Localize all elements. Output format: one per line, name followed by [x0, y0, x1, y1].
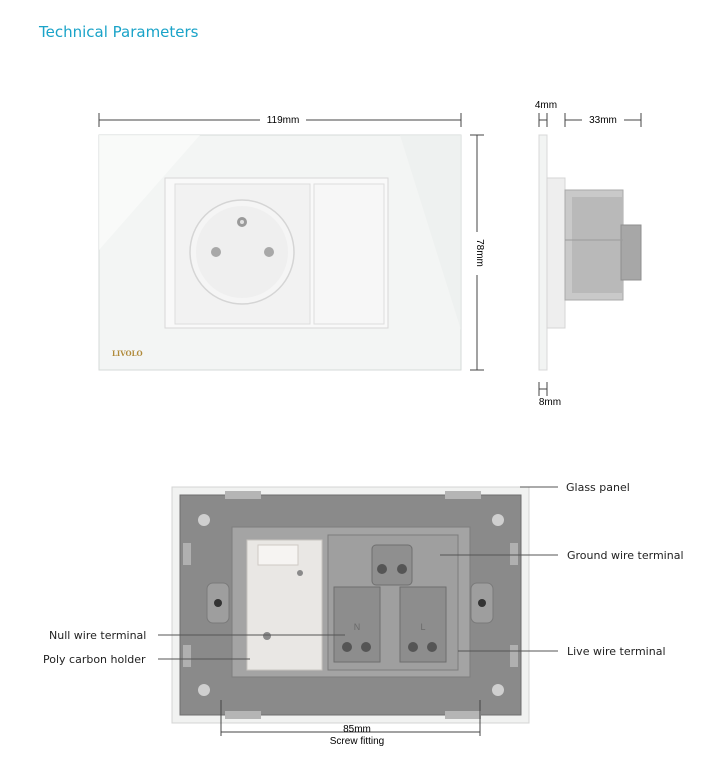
blank-module — [313, 183, 385, 325]
live-terminal — [399, 586, 447, 663]
glass-panel-label: Glass panel — [566, 481, 630, 494]
ground-terminal — [371, 544, 413, 586]
page-title: Technical Parameters — [39, 23, 199, 41]
height-label: 78mm — [474, 239, 485, 267]
side-terminal — [620, 224, 642, 281]
front-view: LIVOLO 119mm 78mm — [98, 113, 485, 371]
null-terminal — [333, 586, 381, 663]
ground-terminal-label: Ground wire terminal — [567, 549, 684, 562]
poly-holder-label: Poly carbon holder — [43, 653, 146, 666]
side-glass — [538, 134, 548, 371]
null-terminal-label: Null wire terminal — [49, 629, 147, 642]
hole-right — [264, 247, 274, 257]
depth-label: 33mm — [589, 115, 617, 126]
l-mark: L — [420, 622, 425, 632]
back-view: N L — [158, 486, 558, 736]
glass-thickness-label: 4mm — [535, 100, 557, 111]
width-label: 119mm — [267, 115, 300, 126]
side-view: 4mm 33mm 8mm — [535, 100, 642, 408]
live-terminal-label: Live wire terminal — [567, 645, 666, 658]
brand-logo: LIVOLO — [112, 349, 143, 358]
frame-label: 8mm — [539, 397, 561, 408]
screw-fitting-label: Screw fitting — [330, 736, 384, 747]
n-mark: N — [354, 622, 361, 632]
side-frame — [546, 177, 566, 329]
hole-left — [211, 247, 221, 257]
screw-distance-label: 85mm — [343, 724, 371, 735]
